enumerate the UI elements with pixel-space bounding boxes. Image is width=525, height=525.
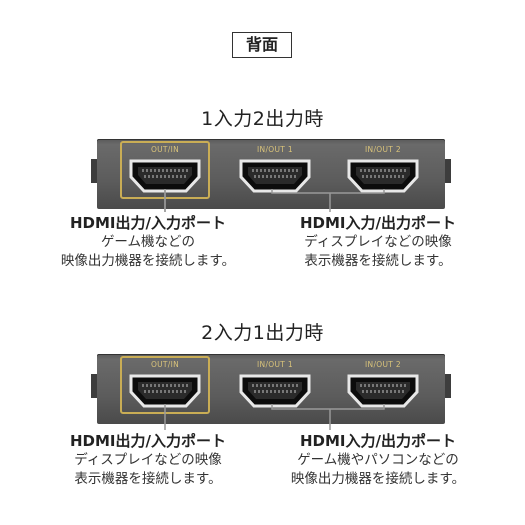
annotation-title: HDMI出力/入力ポート [70,214,226,232]
annotation-line: 表示機器を接続します。 [304,253,452,269]
annotation-line: 映像出力機器を接続します。 [290,471,466,487]
port-label-in-out-1: IN/OUT 1 [257,145,293,154]
port-label-in-out-2: IN/OUT 2 [365,145,401,154]
annotation-title: HDMI入力/出力ポート [300,432,456,450]
annotation-right-1: HDMI入力/出力ポート ディスプレイなどの映像 表示機器を接続します。 [262,214,494,271]
annotation-line: ディスプレイなどの映像 [304,234,452,250]
hdmi-switch-device-2: OUT/IN IN/OUT 1 IN/OUT 2 [91,354,451,424]
annotation-left-2: HDMI出力/入力ポート ディスプレイなどの映像 表示機器を接続します。 [30,432,266,489]
port-label-in-out-1: IN/OUT 1 [257,360,293,369]
port-label-out-in: OUT/IN [150,360,180,369]
device-side-left [91,159,97,183]
device-side-right [445,374,451,398]
annotation-right-2: HDMI入力/出力ポート ゲーム機やパソコンなどの 映像出力機器を接続します。 [258,432,498,489]
port-label-out-in: OUT/IN [150,145,180,154]
annotation-line: ディスプレイなどの映像 [74,452,222,468]
annotation-title: HDMI入力/出力ポート [300,214,456,232]
hdmi-switch-device-1: OUT/IN IN/OUT 1 IN/OUT 2 [91,139,451,209]
port-label-in-out-2: IN/OUT 2 [365,360,401,369]
annotation-left-1: HDMI出力/入力ポート ゲーム機などの 映像出力機器を接続します。 [30,214,266,271]
device-side-left [91,374,97,398]
annotation-line: ゲーム機などの [100,234,196,250]
rear-panel-tag: 背面 [232,32,292,58]
annotation-line: 表示機器を接続します。 [74,471,222,487]
annotation-line: ゲーム機やパソコンなどの [297,452,459,468]
annotation-title: HDMI出力/入力ポート [70,432,226,450]
section-title-2in1out: 2入力1出力時 [201,322,324,344]
annotation-line: 映像出力機器を接続します。 [60,253,236,269]
device-side-right [445,159,451,183]
section-title-1in2out: 1入力2出力時 [201,108,324,130]
